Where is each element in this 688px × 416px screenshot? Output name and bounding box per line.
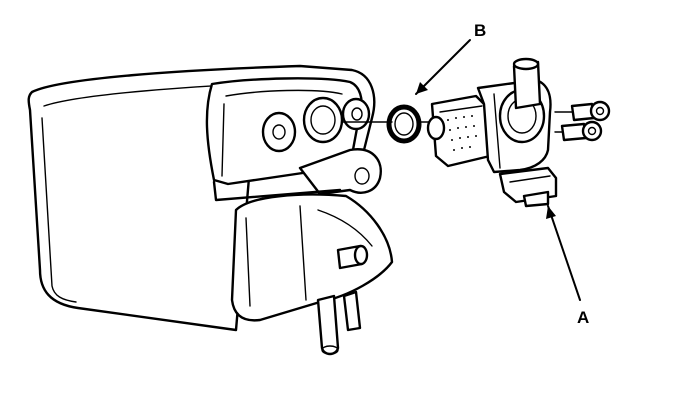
- drain-tube: [316, 290, 362, 356]
- boss-right: [341, 97, 371, 131]
- nipple-fitting: [336, 244, 369, 270]
- callout-b: B: [415, 21, 486, 95]
- mounting-bolts: [560, 100, 611, 142]
- canister-housing: [27, 64, 382, 332]
- callout-a: A: [546, 205, 589, 327]
- electrical-connector: [498, 166, 558, 208]
- boss-left: [261, 111, 297, 153]
- valve-body: [426, 57, 558, 208]
- callout-a-label: A: [577, 308, 589, 327]
- o-ring: [386, 104, 422, 144]
- callout-b-label: B: [474, 21, 486, 40]
- boss-center: [302, 96, 344, 144]
- bolt-lower: [560, 120, 603, 142]
- lower-housing: [230, 193, 394, 356]
- mounting-bracket: [298, 148, 382, 196]
- inlet-pipe: [512, 57, 542, 110]
- bolt-upper: [570, 100, 611, 122]
